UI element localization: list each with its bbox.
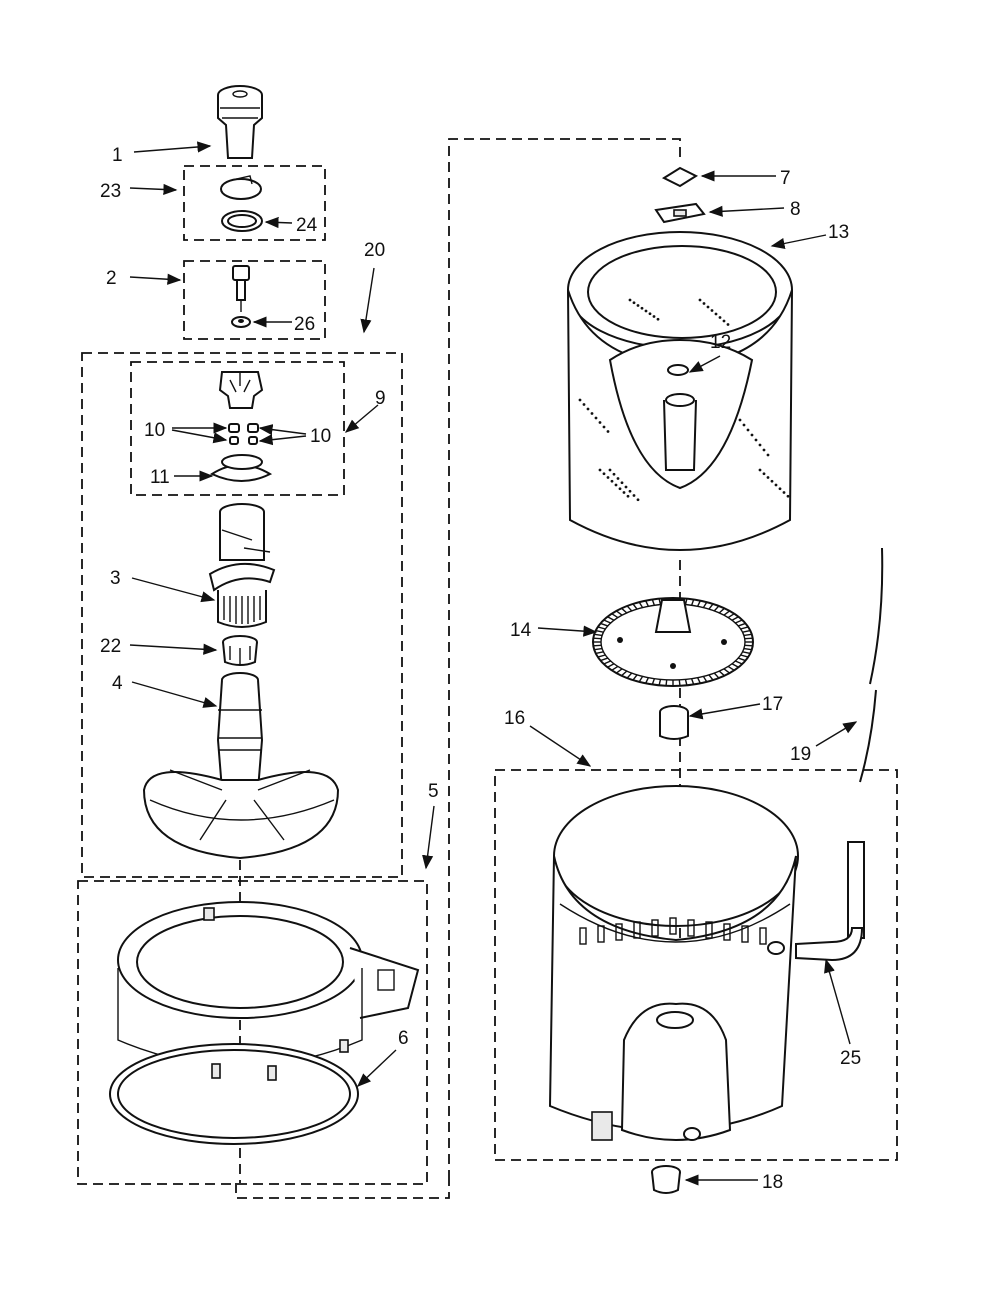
- callout-10-right: 10: [310, 426, 331, 447]
- callout-6: 6: [398, 1028, 409, 1049]
- part-19-hose: [859, 547, 884, 783]
- callout-9: 9: [375, 388, 386, 409]
- part-16-outer-tub: [548, 785, 799, 1141]
- callout-26: 26: [294, 314, 315, 335]
- part-25-drain-hose: [795, 841, 865, 962]
- callout-8: 8: [790, 199, 801, 220]
- callout-5: 5: [428, 781, 439, 802]
- part-13-basket: [567, 231, 793, 551]
- callout-7: 7: [780, 168, 791, 189]
- part-9-coupler: [218, 371, 264, 409]
- part-1-cap: [217, 85, 263, 159]
- connector-line-right: [448, 138, 681, 1180]
- part-17-nut: [659, 705, 689, 740]
- part-22-bearing: [222, 635, 258, 666]
- part-4-agitator: [142, 672, 340, 860]
- callout-11: 11: [150, 467, 170, 488]
- callout-12: 12: [710, 332, 731, 353]
- callout-13: 13: [828, 222, 849, 243]
- callout-17: 17: [762, 694, 783, 715]
- callout-1: 1: [112, 145, 123, 166]
- group-box-23: [183, 165, 326, 241]
- part-2-bolt: [232, 265, 250, 312]
- callout-20: 20: [364, 240, 385, 261]
- callout-24: 24: [296, 215, 318, 236]
- callout-10-left: 10: [144, 420, 165, 441]
- part-10-dogs: [228, 423, 259, 445]
- part-23-seal: [220, 175, 262, 200]
- callout-22: 22: [100, 636, 121, 657]
- group-box-5: [77, 880, 428, 1185]
- part-18-plug: [651, 1165, 681, 1194]
- leader-arrows: [129, 141, 858, 1186]
- callout-14: 14: [510, 620, 532, 641]
- callout-16: 16: [504, 708, 525, 729]
- part-8-clip: [654, 202, 706, 224]
- group-box-16: [494, 769, 898, 1161]
- callout-18: 18: [762, 1172, 783, 1193]
- connector-line-bottom: [235, 1180, 450, 1199]
- part-7-clip: [661, 166, 699, 188]
- part-26-washer: [231, 316, 251, 328]
- group-box-20: [81, 352, 403, 878]
- callout-2: 2: [106, 268, 117, 289]
- part-11-cam: [209, 454, 273, 482]
- part-14-gear: [592, 597, 754, 687]
- callout-23: 23: [100, 181, 121, 202]
- basket-perforations: [578, 298, 790, 502]
- part-6-tub-ring: [109, 901, 420, 1145]
- part-3-auger: [208, 503, 276, 628]
- group-box-2: [183, 260, 326, 340]
- callout-4: 4: [112, 673, 123, 694]
- callout-25: 25: [840, 1048, 861, 1069]
- group-box-9: [130, 361, 345, 496]
- part-24-ring: [221, 210, 263, 232]
- callout-19: 19: [790, 744, 811, 765]
- callout-3: 3: [110, 568, 121, 589]
